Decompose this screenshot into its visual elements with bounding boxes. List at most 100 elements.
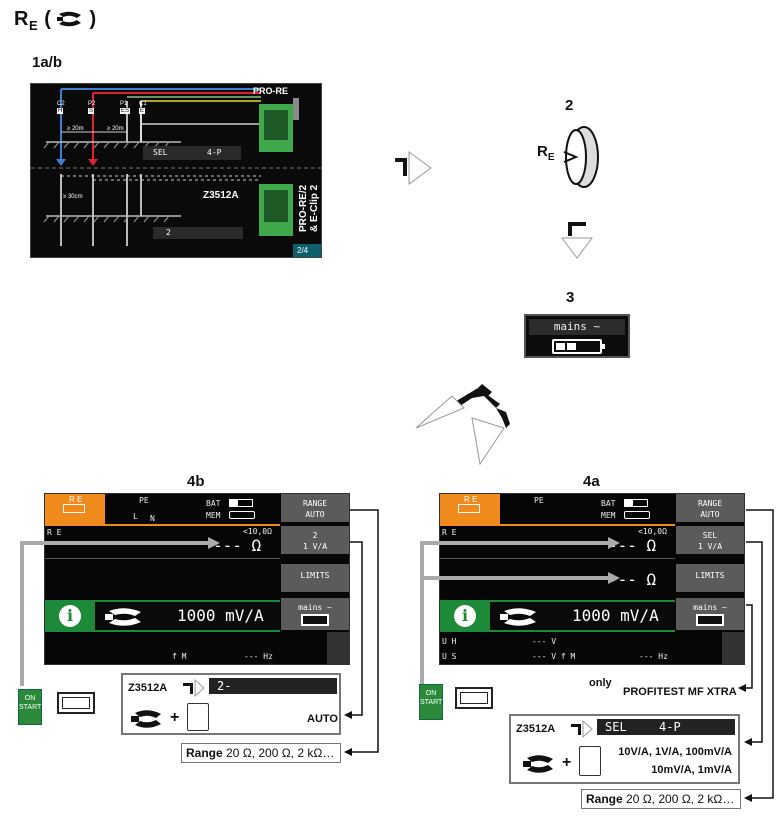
adapter-icon — [187, 703, 209, 731]
re-label: RE — [537, 143, 555, 163]
clamp-icon — [523, 755, 553, 773]
memory-icon — [624, 511, 650, 519]
connector-lines-4a — [420, 509, 774, 802]
l-label: L — [133, 512, 138, 521]
battery-icon — [552, 339, 605, 354]
clamp-icon — [57, 11, 82, 27]
resistor-icon — [458, 504, 480, 513]
title-e-sub: E — [28, 18, 39, 33]
step-3-label: 3 — [566, 289, 575, 306]
step-4b-label: 4b — [187, 473, 205, 490]
pe-label: PE — [139, 496, 149, 505]
ratio-options-2: 10mV/A, 1mV/A — [651, 764, 732, 776]
step-4a-label: 4a — [583, 473, 600, 490]
limit-text: <10,0Ω — [243, 527, 272, 536]
clamp-setting-bar: 2- — [209, 678, 337, 694]
sel-setting-bar: SEL 4-P — [597, 719, 735, 735]
clamp-icon — [105, 608, 141, 626]
page-title: RE ( ) — [14, 8, 97, 33]
limit-text: <10,0Ω — [638, 527, 667, 536]
wiring-diagram — [31, 88, 321, 257]
hz-value: --- Hz — [639, 652, 668, 661]
us-label: U S — [442, 652, 457, 661]
info-button[interactable]: i — [45, 602, 95, 630]
clamp-info-box-4b: Z3512A 2- + AUTO — [121, 673, 341, 735]
bat-label: BAT — [206, 499, 221, 508]
distance-2: ≥ 20m — [107, 126, 124, 132]
uh-value: --- V — [532, 637, 557, 646]
range-box-4a: Range 20 Ω, 200 Ω, 2 kΩ… — [581, 789, 741, 809]
distance-1: ≥ 20m — [67, 126, 84, 132]
limits-button[interactable]: LIMITS — [676, 564, 744, 594]
plus-sign: + — [562, 754, 572, 771]
fm-label: f M — [172, 652, 187, 661]
memory-icon — [229, 511, 255, 519]
clamp-ratio-value: 1000 mV/A — [177, 606, 264, 625]
resistor-icon — [63, 504, 85, 513]
mains-button[interactable]: mains ~ — [281, 598, 349, 632]
us-value: --- V f M — [532, 652, 576, 661]
battery-icon — [696, 614, 724, 626]
clamp-icon — [500, 608, 536, 626]
key-button-icon — [455, 687, 493, 709]
page-indicator: 2/4 — [297, 246, 309, 255]
connector-lines-4b — [20, 509, 379, 756]
info-button[interactable]: i — [440, 602, 490, 630]
mem-label: MEM — [601, 511, 616, 520]
orange-divider — [45, 524, 280, 526]
re-row-label: R E — [442, 528, 457, 537]
clamp-info-bar: i 1000 mV/A — [440, 600, 675, 632]
limits-button[interactable]: LIMITS — [281, 564, 349, 594]
auto-label: AUTO — [307, 713, 338, 725]
clamp-icon — [131, 710, 161, 728]
profitest-label: PROFITEST MF XTRA — [623, 686, 737, 698]
fork-arrows-icon — [415, 384, 510, 466]
distance-3: ≥ 30cm — [63, 194, 83, 200]
mem-label: MEM — [206, 511, 221, 520]
re-mode-tab[interactable]: R E — [45, 494, 105, 524]
device-label-bottom: PRO-RE/2& E-Clip 2 — [298, 184, 320, 232]
info-icon: i — [59, 605, 81, 627]
clamp-info-bar: i 1000 mV/A — [45, 600, 280, 632]
arrow-down-icon — [561, 222, 593, 259]
battery-icon — [229, 499, 253, 507]
step-1ab-label: 1a/b — [32, 54, 63, 71]
uh-label: U H — [442, 637, 457, 646]
orange-divider — [440, 524, 675, 526]
resistance-value: --- Ω — [608, 536, 657, 555]
battery-icon — [624, 499, 648, 507]
battery-icon — [301, 614, 329, 626]
bat-label: BAT — [601, 499, 616, 508]
mains-indicator: mains ~ — [524, 314, 630, 358]
only-label: only — [589, 677, 612, 689]
plus-sign: + — [170, 709, 180, 726]
mains-label: mains ~ — [529, 319, 625, 335]
range-box-4b: Range 20 Ω, 200 Ω, 2 kΩ… — [181, 743, 341, 763]
re-mode-tab[interactable]: R E — [440, 494, 500, 524]
adapter-icon — [579, 746, 601, 776]
device-label-top: PRO-RE — [253, 86, 289, 96]
ratio-options-1: 10V/A, 1V/A, 100mV/A — [618, 746, 732, 758]
bottom-sel-value: 2 — [166, 228, 171, 237]
pe-label: PE — [534, 496, 544, 505]
clamp-model: Z3512A — [203, 190, 239, 201]
resistance-value: --- Ω — [213, 536, 262, 555]
clamp-model: Z3512A — [516, 723, 556, 735]
mains-button[interactable]: mains ~ — [676, 598, 744, 632]
sel-value: 4-P — [207, 148, 222, 157]
rotary-knob-icon — [563, 126, 599, 188]
re-row-label: R E — [47, 528, 62, 537]
arrow-right-icon — [183, 679, 205, 697]
clamp-info-box-4a: Z3512A SEL 4-P + 10V/A, 1V/A, 100mV/A 10… — [509, 714, 740, 784]
clamp-ratio-value: 1000 mV/A — [572, 606, 659, 625]
